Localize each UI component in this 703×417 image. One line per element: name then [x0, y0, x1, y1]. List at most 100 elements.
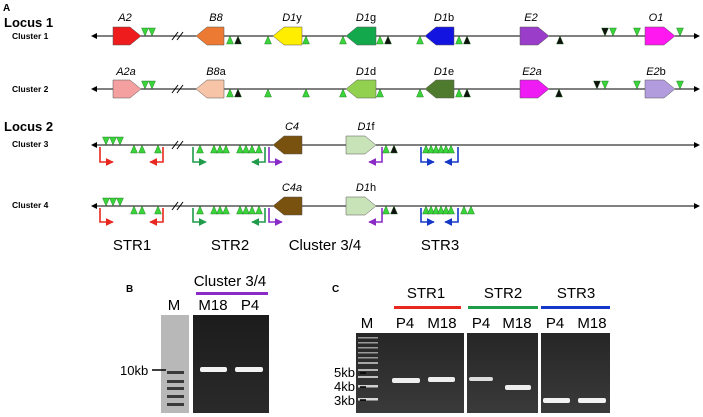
repeat-triangle-icon	[216, 205, 224, 215]
gene-d1e-arrow-icon	[424, 79, 455, 99]
repeat-triangle-icon	[455, 35, 463, 45]
repeat-triangle-icon	[432, 144, 440, 154]
gene-o1-label: O1	[649, 12, 664, 24]
band-str1-p4	[392, 378, 420, 383]
repeat-triangle-icon	[234, 88, 242, 98]
cluster-3-right-arrow-icon	[694, 142, 700, 148]
repeat-triangle-icon	[432, 205, 440, 215]
panel-b-title: Cluster 3/4	[194, 273, 267, 290]
repeat-triangle-icon	[255, 205, 263, 215]
cluster-2-right-arrow-icon	[694, 86, 700, 92]
cluster34-reverse-primer-icon	[368, 208, 383, 226]
repeat-triangle-icon	[302, 35, 310, 45]
cluster-3-left-arrow-icon	[91, 142, 97, 148]
repeat-triangle-icon	[676, 27, 684, 37]
lane-str3-m18-label: M18	[577, 315, 606, 332]
str2-primers-row4	[192, 208, 266, 226]
gene-e2-label: E2	[524, 12, 537, 24]
gene-b8a-arrow-icon	[195, 79, 225, 99]
gene-d1b-arrow-icon	[424, 26, 455, 46]
panel-c-letter: C	[332, 284, 339, 295]
locus1-label: Locus 1	[4, 15, 53, 30]
band-str1-m18	[428, 377, 455, 382]
repeat-triangle-icon	[234, 35, 242, 45]
lane-m18-label: M18	[198, 297, 227, 314]
repeat-triangle-icon	[226, 88, 234, 98]
gel-c-middle	[467, 333, 538, 413]
gene-d1y: D1y	[272, 12, 303, 46]
gene-d1b-label: D1b	[434, 12, 454, 24]
repeat-triangle-icon	[264, 88, 272, 98]
repeat-triangle-icon	[242, 144, 250, 154]
repeat-triangle-icon	[556, 35, 564, 45]
repeat-triangle-icon	[382, 144, 390, 154]
gel-b	[193, 315, 269, 413]
cluster34-label: Cluster 3/4	[289, 237, 362, 254]
repeat-triangle-icon	[141, 27, 149, 37]
repeat-triangle-icon	[601, 80, 609, 90]
gene-d1f-arrow-icon	[345, 135, 377, 155]
repeat-triangle-icon	[216, 144, 224, 154]
gene-a2-arrow-icon	[112, 26, 142, 46]
repeat-triangle-icon	[109, 197, 117, 207]
repeat-triangle-icon	[264, 35, 272, 45]
marker-10kb-label: 10kb	[120, 363, 148, 378]
repeat-triangle-icon	[427, 144, 435, 154]
str3-label: STR3	[421, 237, 459, 254]
gel-c-left	[356, 333, 464, 413]
gene-d1y-arrow-icon	[272, 26, 303, 46]
group-str3-label: STR3	[557, 285, 595, 302]
repeat-triangle-icon	[555, 88, 563, 98]
gene-d1h-arrow-icon	[345, 196, 377, 216]
repeat-triangle-icon	[467, 205, 475, 215]
str1-primers-row3	[99, 147, 164, 166]
repeat-triangle-icon	[210, 205, 218, 215]
gene-d1g-arrow-icon	[345, 26, 377, 46]
repeat-triangle-icon	[442, 144, 450, 154]
cluster-2-label: Cluster 2	[12, 84, 49, 94]
lane-str3-p4-label: P4	[546, 315, 564, 332]
group-str1-label: STR1	[407, 285, 445, 302]
repeat-triangle-icon	[196, 144, 204, 154]
repeat-triangle-icon	[447, 144, 455, 154]
gene-c4: C4	[272, 121, 303, 155]
gene-b8a: B8a	[195, 66, 227, 99]
repeat-triangle-icon	[222, 144, 230, 154]
panel-a: A Locus 1 Locus 2 Cluster 1 Cluster 2 Cl…	[3, 3, 700, 254]
lane-m-label: M	[168, 297, 181, 314]
repeat-triangle-icon	[437, 144, 445, 154]
repeat-triangle-icon	[248, 205, 256, 215]
group-str2-bar	[468, 306, 538, 309]
lane-p4-label: P4	[241, 297, 259, 314]
cluster-1-right-arrow-icon	[694, 33, 700, 39]
band-str2-m18	[505, 385, 531, 390]
gene-d1y-label: D1y	[282, 12, 302, 24]
panel-b: B Cluster 3/4 M M18 P4 10kb	[120, 273, 269, 413]
repeat-triangle-icon	[390, 205, 398, 215]
group-str1-bar	[394, 306, 461, 309]
gene-d1d-label: D1d	[356, 66, 376, 78]
repeat-triangle-icon	[236, 205, 244, 215]
str2-primers-row3	[192, 147, 266, 166]
marker-4kb-label: 4kb	[334, 379, 355, 394]
gene-e2b-label: E2b	[646, 66, 666, 78]
str2-forward-primer-icon	[192, 208, 207, 226]
lane-str1-m18-label: M18	[427, 315, 456, 332]
repeat-triangle-icon	[376, 35, 384, 45]
cluster-1-break-icon	[171, 31, 184, 41]
cluster-3-row: Cluster 3	[12, 139, 700, 150]
str1-forward-primer-icon	[99, 208, 114, 226]
repeat-triangle-icon	[255, 144, 263, 154]
gene-b8a-label: B8a	[206, 66, 226, 78]
repeat-triangle-icon	[422, 205, 430, 215]
cluster34-primers-row3	[268, 147, 383, 166]
lane-str1-p4-label: P4	[396, 315, 414, 332]
cluster-2-left-arrow-icon	[91, 86, 97, 92]
repeat-triangle-icon	[148, 80, 156, 90]
str1-reverse-primer-icon	[149, 208, 164, 226]
str1-reverse-primer-icon	[149, 147, 164, 166]
locus2-label: Locus 2	[4, 119, 53, 134]
group-str3-bar	[541, 306, 610, 309]
str3-forward-primer-icon	[420, 208, 435, 226]
band-p4-cluster34	[235, 367, 263, 372]
